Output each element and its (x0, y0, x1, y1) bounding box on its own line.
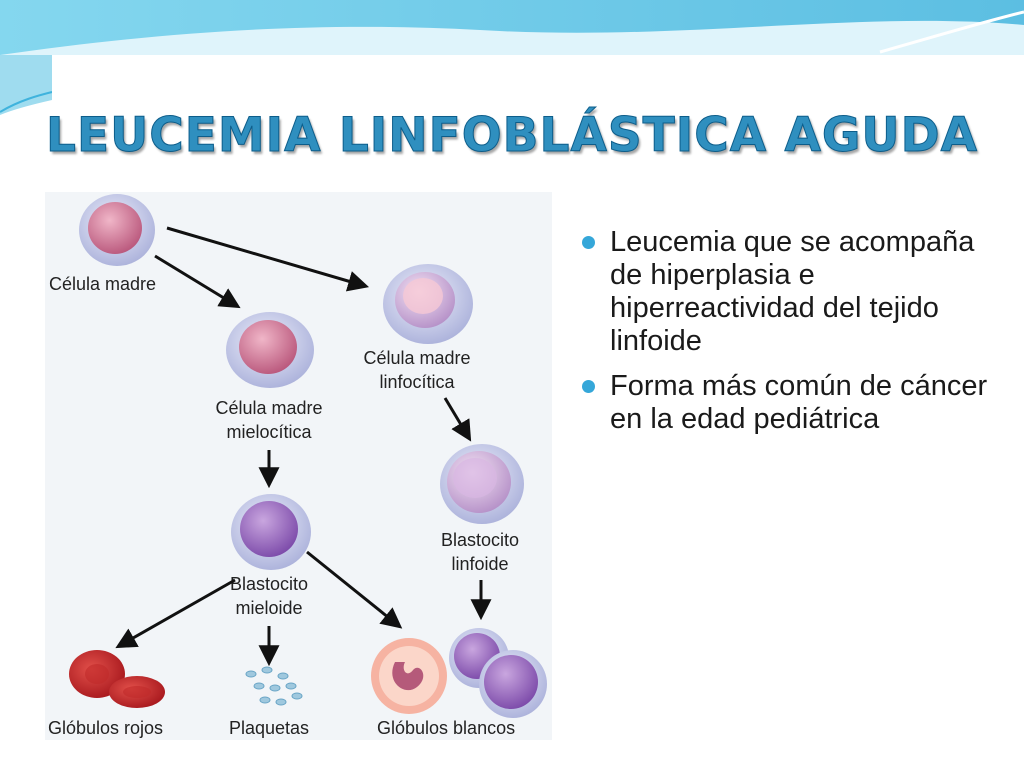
bullet-icon (582, 380, 595, 393)
arrow-lymphoid-to-lymphoblast (443, 397, 472, 442)
label-white-cells: Glóbulos blancos (377, 718, 515, 738)
lymphoblast-cell (440, 444, 524, 524)
label-myeloid-stem-2: mielocítica (226, 422, 312, 442)
label-stem-cell: Célula madre (49, 274, 156, 294)
wave-line (0, 91, 53, 113)
white-blood-cells (371, 628, 547, 718)
bullet-text: Leucemia que se acompaña de hiperplasia … (610, 226, 975, 357)
label-lymphoid-stem-2: linfocítica (379, 372, 455, 392)
label-myeloblast-2: mieloide (235, 598, 302, 618)
bullet-item: Forma más común de cáncer en la edad ped… (580, 370, 1010, 436)
left-wave (0, 55, 52, 115)
label-myeloblast-1: Blastocito (230, 574, 308, 594)
arrow-myeloblast-to-red (115, 578, 236, 649)
arrows (115, 226, 492, 667)
label-myeloid-stem-1: Célula madre (215, 398, 322, 418)
arrow-myeloblast-to-white (306, 550, 403, 629)
slide-title: LEUCEMIA LINFOBLÁSTICA AGUDA (46, 108, 978, 164)
hematopoiesis-diagram: Célula madre Célula madre mielocítica Cé… (45, 192, 552, 740)
bullet-list: Leucemia que se acompaña de hiperplasia … (580, 226, 1010, 448)
lymphoid-stem-cell (383, 264, 473, 344)
top-wave-light (0, 20, 1024, 55)
platelets (245, 666, 303, 706)
label-lymphoblast-1: Blastocito (441, 530, 519, 550)
arrow-stem-to-lymphoid (166, 226, 370, 292)
bullet-text: Forma más común de cáncer en la edad ped… (610, 370, 988, 435)
top-wave (0, 0, 1024, 60)
label-lymphoblast-2: linfoide (451, 554, 508, 574)
myeloblast-cell (231, 494, 311, 570)
label-lymphoid-stem-1: Célula madre (363, 348, 470, 368)
arrow-stem-to-myeloid (154, 254, 241, 309)
label-red-cells: Glóbulos rojos (48, 718, 163, 738)
myeloid-stem-cell (226, 312, 314, 388)
bullet-icon (582, 236, 595, 249)
stem-cell (79, 194, 155, 266)
label-platelets: Plaquetas (229, 718, 309, 738)
red-blood-cells (69, 650, 165, 708)
right-wave-line (879, 10, 1024, 54)
bullet-item: Leucemia que se acompaña de hiperplasia … (580, 226, 1010, 358)
